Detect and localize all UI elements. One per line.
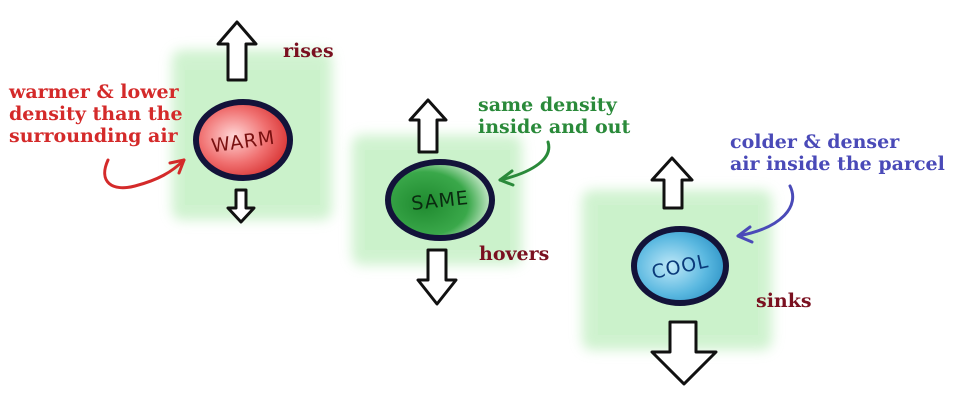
cool-description-line: colder & denser	[730, 131, 900, 153]
same-description-line: inside and out	[478, 116, 631, 138]
cool-description-line: air inside the parcel	[730, 153, 945, 175]
warm-down-arrow	[226, 188, 256, 224]
warm-up-arrow	[216, 20, 258, 82]
cool-parcel: COOL	[631, 226, 729, 306]
same-down-arrow	[416, 248, 458, 306]
same-description: same density inside and out	[478, 94, 630, 138]
same-pointer-arrow	[498, 140, 551, 187]
warm-pointer-arrow	[103, 158, 186, 190]
same-up-arrow	[408, 98, 448, 154]
hovers-label: hovers	[479, 243, 550, 265]
warm-parcel: WARM	[193, 99, 293, 181]
cool-up-arrow	[650, 156, 694, 210]
same-parcel: SAME	[385, 159, 495, 241]
warm-description: warmer & lower density than the surround…	[9, 81, 183, 147]
warm-description-line: density than the	[9, 103, 183, 125]
warm-description-line: warmer & lower	[9, 81, 179, 103]
same-description-line: same density	[478, 94, 617, 116]
rises-label: rises	[283, 40, 334, 62]
cool-description: colder & denser air inside the parcel	[730, 131, 945, 175]
warm-description-line: surrounding air	[9, 125, 178, 147]
cool-pointer-arrow	[736, 184, 795, 244]
sinks-label: sinks	[756, 290, 812, 312]
cool-down-arrow	[650, 320, 718, 386]
